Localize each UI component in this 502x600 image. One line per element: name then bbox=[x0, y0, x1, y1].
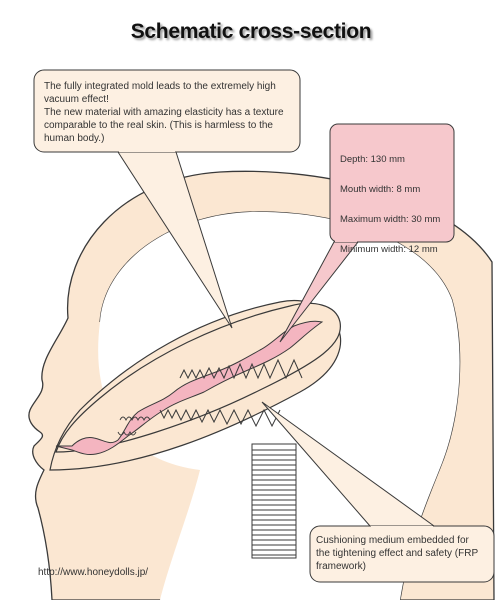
frp-framework-block bbox=[251, 443, 297, 559]
dimension-depth: Depth: 130 mm bbox=[340, 154, 405, 165]
vacuum-callout-text: The fully integrated mold leads to the e… bbox=[44, 81, 284, 144]
cavity-channel bbox=[55, 320, 324, 455]
cushion-callout-bubble bbox=[261, 401, 495, 583]
vacuum-callout-bubble bbox=[33, 69, 301, 329]
dimensions-callout-bubble bbox=[279, 123, 455, 343]
cavity-ridges-upper bbox=[179, 358, 303, 380]
cavity-ridges-lower bbox=[159, 408, 281, 428]
dimensions-callout-text: Depth: 130 mm Mouth width: 8 mm Maximum … bbox=[340, 137, 460, 272]
cushion-callout-text: Cushioning medium embedded for the tight… bbox=[316, 535, 479, 572]
dimension-mouth-width: Mouth width: 8 mm bbox=[340, 184, 421, 195]
dimension-minimum-width: Minimum width: 12 mm bbox=[340, 244, 438, 255]
footer-url: http://www.honeydolls.jp/ bbox=[38, 567, 149, 578]
diagram-title: Schematic cross-section bbox=[130, 20, 372, 43]
cavity-front-ridges bbox=[117, 416, 151, 436]
dimension-maximum-width: Maximum width: 30 mm bbox=[340, 214, 441, 225]
